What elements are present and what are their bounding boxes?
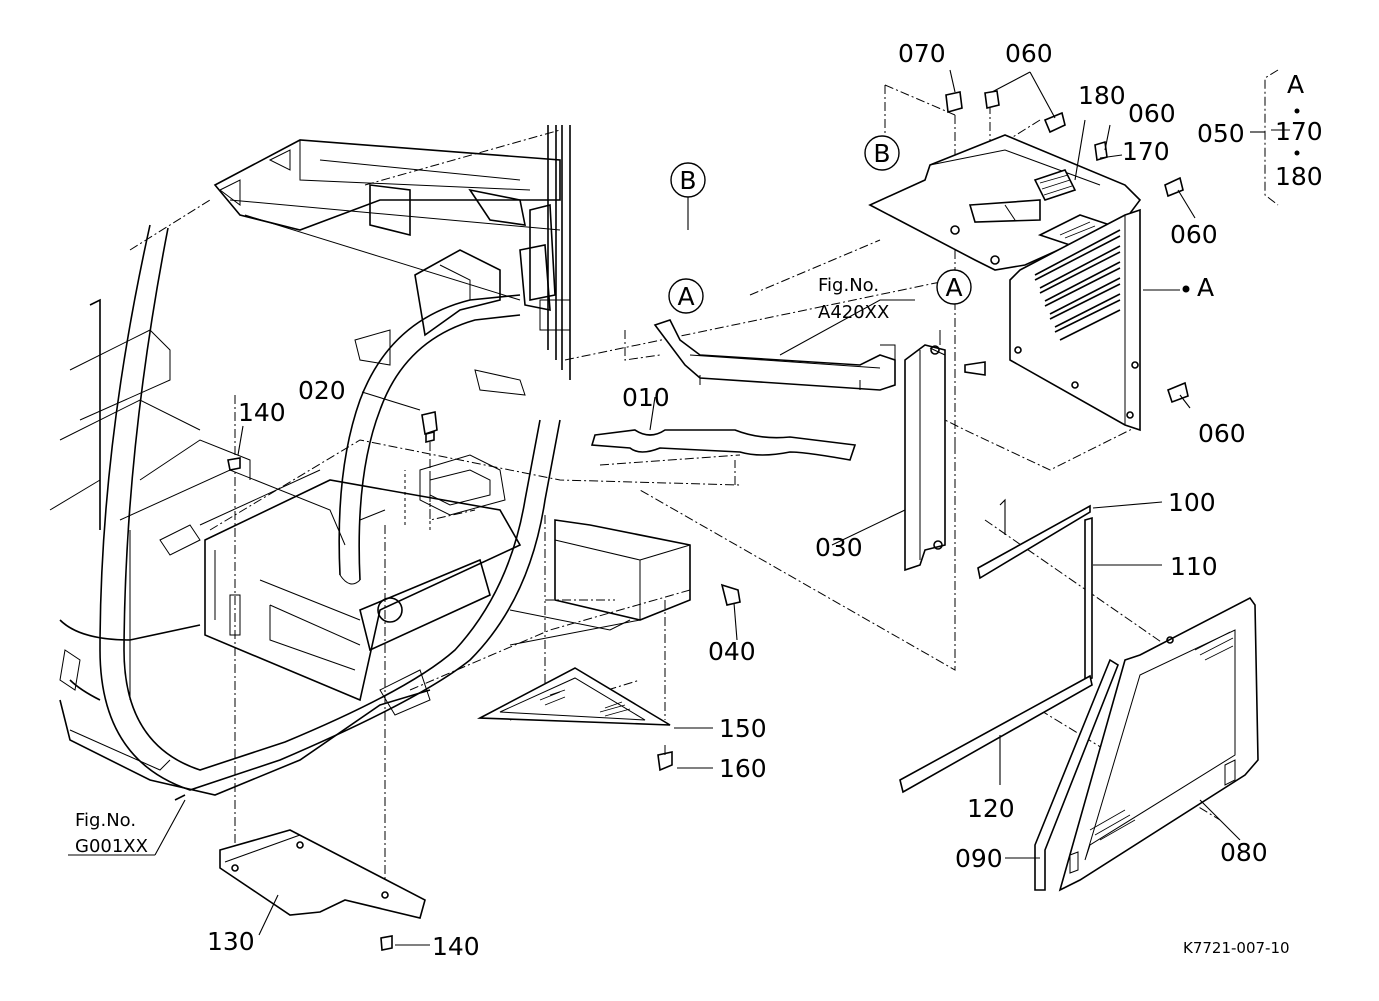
- label-140-bottom: 140: [432, 932, 480, 961]
- label-a-marker: A: [1197, 273, 1214, 302]
- part-150-plate: [476, 667, 671, 726]
- label-160: 160: [719, 754, 767, 783]
- ref-circle-b-cover: B: [864, 135, 900, 171]
- label-060-upper: 060: [1128, 99, 1176, 128]
- label-170: 170: [1122, 137, 1170, 166]
- part-010-plate: [590, 429, 857, 461]
- label-110: 110: [1170, 552, 1218, 581]
- label-120: 120: [967, 794, 1015, 823]
- group-item-180: 180: [1275, 162, 1323, 191]
- side-panel-080: [1058, 596, 1259, 892]
- label-060-lower: 060: [1198, 419, 1246, 448]
- bracket-a420xx: [653, 299, 915, 391]
- a-marker-dot: [1182, 285, 1190, 293]
- part-labels: 010 020 030 040 050 060 060 060 060 070 …: [207, 39, 1268, 961]
- group-brace: [1264, 69, 1300, 206]
- figref-g001xx-line1: Fig.No.: [75, 810, 136, 831]
- label-080: 080: [1220, 838, 1268, 867]
- label-060-top: 060: [1005, 39, 1053, 68]
- leader-lines: [68, 69, 1290, 946]
- figref-a420xx-line2: A420XX: [818, 302, 889, 323]
- label-150: 150: [719, 714, 767, 743]
- label-070: 070: [898, 39, 946, 68]
- label-040: 040: [708, 637, 756, 666]
- seal-090: [1034, 658, 1119, 891]
- seal-strips: [899, 504, 1093, 794]
- ref-b2-text: B: [873, 139, 890, 168]
- ref-b1-text: B: [679, 166, 696, 195]
- ref-a1-text: A: [677, 282, 694, 311]
- figref-a420xx: Fig.No. A420XX: [818, 275, 889, 323]
- label-010: 010: [622, 383, 670, 412]
- label-090: 090: [955, 844, 1003, 873]
- group-title: A: [1287, 70, 1304, 99]
- group-item-170: 170: [1275, 117, 1323, 146]
- figref-g001xx-line2: G001XX: [75, 836, 148, 857]
- label-180: 180: [1078, 81, 1126, 110]
- rollbar-tube: [99, 224, 561, 801]
- label-100: 100: [1168, 488, 1216, 517]
- chassis-frame: [49, 125, 691, 796]
- label-030: 030: [815, 533, 863, 562]
- label-050: 050: [1197, 119, 1245, 148]
- ref-a2-text: A: [945, 273, 962, 302]
- label-020: 020: [298, 376, 346, 405]
- label-130: 130: [207, 927, 255, 956]
- figref-g001xx: Fig.No. G001XX: [75, 810, 148, 857]
- figref-a420xx-line1: Fig.No.: [818, 275, 879, 296]
- ref-circle-a-cover: A: [936, 269, 972, 305]
- ref-circle-b-top: B: [670, 162, 706, 198]
- top-cover-plate: [868, 134, 1142, 432]
- label-140-top: 140: [238, 398, 286, 427]
- drawing-id: K7721-007-10: [1183, 939, 1290, 957]
- group-list-050: A 170 180: [1275, 70, 1323, 191]
- label-060-right: 060: [1170, 220, 1218, 249]
- part-030-bracket: [904, 330, 986, 572]
- ref-circle-a-bracket: A: [668, 278, 704, 314]
- part-130-plate: [219, 829, 426, 919]
